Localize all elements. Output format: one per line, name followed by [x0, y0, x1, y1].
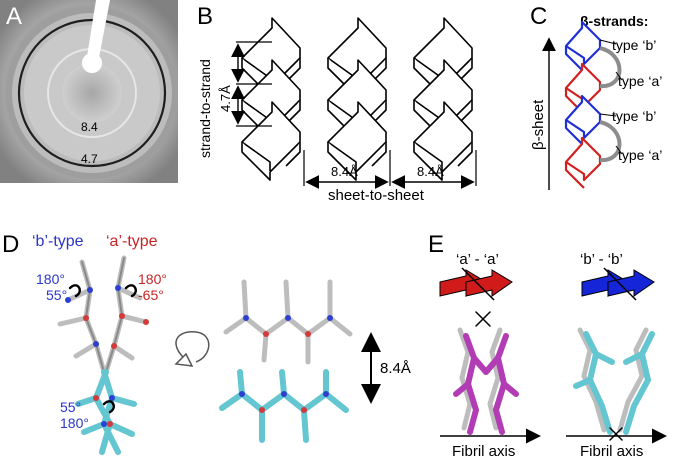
left-zipper-model [453, 311, 519, 435]
strand-stacks [241, 17, 473, 181]
sheet-spacing-label-1: 8.4Å [331, 164, 358, 179]
right-pair-arrows [581, 267, 655, 301]
sheet-axis-label: sheet-to-sheet [328, 187, 425, 204]
ring-outer-label: 4.7 [81, 152, 98, 166]
right-fibril-axis-label: Fibril axis [580, 443, 643, 460]
panel-letter-b: B [197, 3, 213, 30]
sheet-spacing-dimension: 8.4Å 8.4Å sheet-to-sheet [303, 150, 477, 204]
left-pair-arrows [439, 267, 513, 301]
molecule-model-top [219, 279, 353, 443]
panel-a: A 8.4 4.7 [0, 0, 178, 183]
angle-a-top-1: 180° [138, 271, 167, 287]
ring-4-7 [17, 18, 167, 168]
panel-d: D ‘b’-type ‘a’-type [2, 231, 411, 455]
right-pair-title: ‘b’ - ‘b’ [580, 251, 623, 268]
type-leaders [599, 39, 623, 155]
panel-letter-a: A [6, 3, 22, 30]
panel-b: B [197, 3, 477, 204]
sheet-spacing-label-d: 8.4Å [380, 360, 411, 377]
left-pair-title: ‘a’ - ‘a’ [456, 251, 499, 268]
angle-a-top-2: -65° [138, 287, 164, 303]
strand-b [564, 20, 602, 66]
angle-b-bottom-2: 180° [60, 415, 89, 431]
strand-b [564, 94, 602, 140]
panel-letter-d: D [2, 231, 19, 258]
rotation-arrow-icon [175, 331, 210, 363]
strand [327, 101, 387, 181]
angle-b-bottom-1: 55° [60, 399, 81, 415]
panel-letter-e: E [428, 231, 444, 258]
strand-pairs [564, 20, 622, 189]
strand-a-edge [564, 162, 585, 189]
panel-e: E ‘a’ - ‘a’ ‘b’ - ‘b’ [428, 231, 667, 460]
sheet-spacing-label-2: 8.4Å [417, 164, 444, 179]
strand-b-edge [564, 46, 585, 73]
strand [241, 101, 301, 181]
type-label-1: type ‘b’ [612, 37, 656, 53]
strand [413, 101, 473, 181]
beam-stop-arm [86, 0, 110, 63]
a-type-label: ‘a’-type [106, 233, 158, 250]
ring-inner-label: 8.4 [81, 120, 98, 134]
loop [599, 120, 622, 163]
type-label-4: type ‘a’ [618, 147, 662, 163]
strand-axis-label: strand-to-strand [197, 59, 213, 158]
right-zipper-model [573, 327, 655, 441]
beta-sheet-axis-label: β-sheet [530, 99, 547, 150]
sheet-1 [241, 17, 301, 181]
panel-letter-c: C [530, 3, 547, 30]
molecule-model-side [57, 255, 149, 455]
loop [599, 46, 622, 89]
angle-b-top-1: 180° [36, 271, 65, 287]
strand-b-edge [564, 120, 585, 147]
strands-title: β-strands: [580, 13, 648, 29]
sheet-2 [327, 17, 387, 181]
panel-c: C β-strands: β-sheet type ‘b’ type ‘a’ [530, 3, 662, 190]
angle-b-top-2: 55° [46, 287, 67, 303]
strand-spacing-dimension: 4.7Å strand-to-strand [197, 41, 272, 158]
strand-spacing-label: 4.7Å [218, 85, 233, 112]
sheet-3 [413, 17, 473, 181]
type-label-3: type ‘b’ [612, 108, 656, 124]
b-type-label: ‘b’-type [32, 233, 84, 250]
type-label-2: type ‘a’ [618, 73, 662, 89]
left-fibril-axis-label: Fibril axis [452, 443, 515, 460]
